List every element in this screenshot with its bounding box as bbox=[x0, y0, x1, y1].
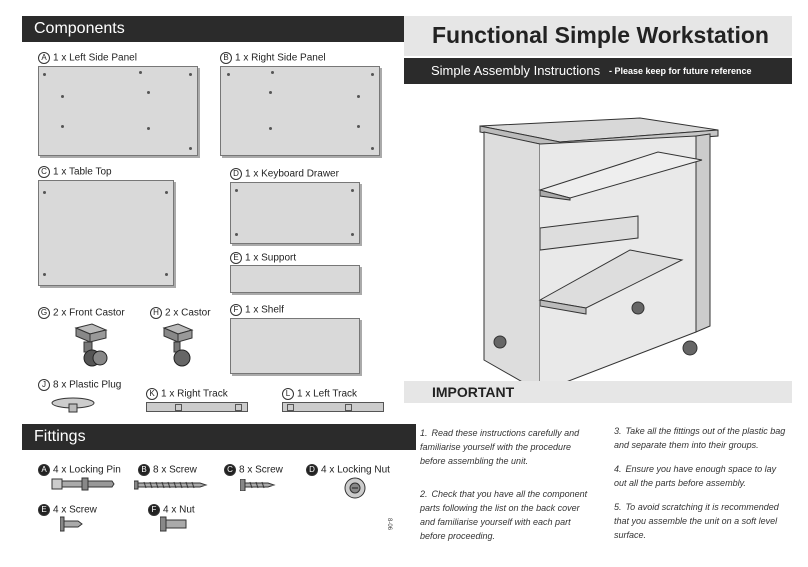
right-side-panel bbox=[220, 66, 380, 156]
letter-b-badge: B bbox=[220, 52, 232, 64]
letter-f-badge: F bbox=[230, 304, 242, 316]
locking-nut-icon bbox=[344, 477, 366, 499]
table-top-panel bbox=[38, 180, 174, 286]
letter-l-badge: L bbox=[282, 388, 294, 400]
instruction-step-5: 5.To avoid scratching it is recommended … bbox=[614, 502, 779, 540]
letter-k-badge: K bbox=[146, 388, 158, 400]
support-panel bbox=[230, 265, 360, 293]
letter-j-badge: J bbox=[38, 379, 50, 391]
letter-a-badge: A bbox=[38, 52, 50, 64]
fitting-letter-b-badge: B bbox=[138, 464, 150, 476]
small-screw-icon bbox=[60, 516, 83, 532]
fitting-letter-f-badge: F bbox=[148, 504, 160, 516]
letter-c-badge: C bbox=[38, 166, 50, 178]
plastic-plug-icon bbox=[51, 397, 95, 413]
letter-g-badge: G bbox=[38, 307, 50, 319]
document-code: 8-06 bbox=[386, 518, 392, 531]
letter-e-badge: E bbox=[230, 252, 242, 264]
components-heading-bar: Components bbox=[22, 16, 416, 42]
long-screw-icon bbox=[134, 480, 208, 490]
fitting-letter-d-badge: D bbox=[306, 464, 318, 476]
subtitle: Simple Assembly Instructions bbox=[431, 63, 601, 78]
fitting-letter-e-badge: E bbox=[38, 504, 50, 516]
letter-h-badge: H bbox=[150, 307, 162, 319]
instruction-step-3: 3.Take all the fittings out of the plast… bbox=[614, 426, 786, 450]
left-track-part bbox=[282, 402, 384, 412]
fittings-heading-bar: Fittings bbox=[22, 424, 416, 450]
instruction-step-4: 4.Ensure you have enough space to lay ou… bbox=[614, 464, 777, 488]
letter-d-badge: D bbox=[230, 168, 242, 180]
subtitle-note: - Please keep for future reference bbox=[609, 66, 752, 76]
fittings-heading: Fittings bbox=[34, 428, 86, 445]
fitting-letter-c-badge: C bbox=[224, 464, 236, 476]
short-screw-icon bbox=[240, 479, 276, 491]
workstation-illustration bbox=[479, 117, 719, 400]
fitting-letter-a-badge: A bbox=[38, 464, 50, 476]
nut-icon bbox=[160, 516, 187, 532]
instruction-step-1: 1.Read these instructions carefully and … bbox=[420, 428, 580, 466]
right-track-part bbox=[146, 402, 248, 412]
subtitle-bar: Simple Assembly Instructions - Please ke… bbox=[404, 58, 792, 84]
left-side-panel bbox=[38, 66, 198, 156]
shelf-panel bbox=[230, 318, 360, 374]
important-heading: IMPORTANT bbox=[432, 384, 515, 400]
castor-icon bbox=[162, 323, 194, 367]
instruction-step-2: 2.Check that you have all the component … bbox=[420, 489, 588, 541]
front-castor-icon bbox=[74, 323, 108, 367]
keyboard-drawer-panel bbox=[230, 182, 360, 244]
title-band bbox=[404, 16, 792, 56]
important-band: IMPORTANT bbox=[404, 381, 792, 403]
locking-pin-icon bbox=[51, 477, 115, 491]
document-title: Functional Simple Workstation bbox=[432, 22, 769, 48]
components-heading: Components bbox=[34, 20, 125, 37]
